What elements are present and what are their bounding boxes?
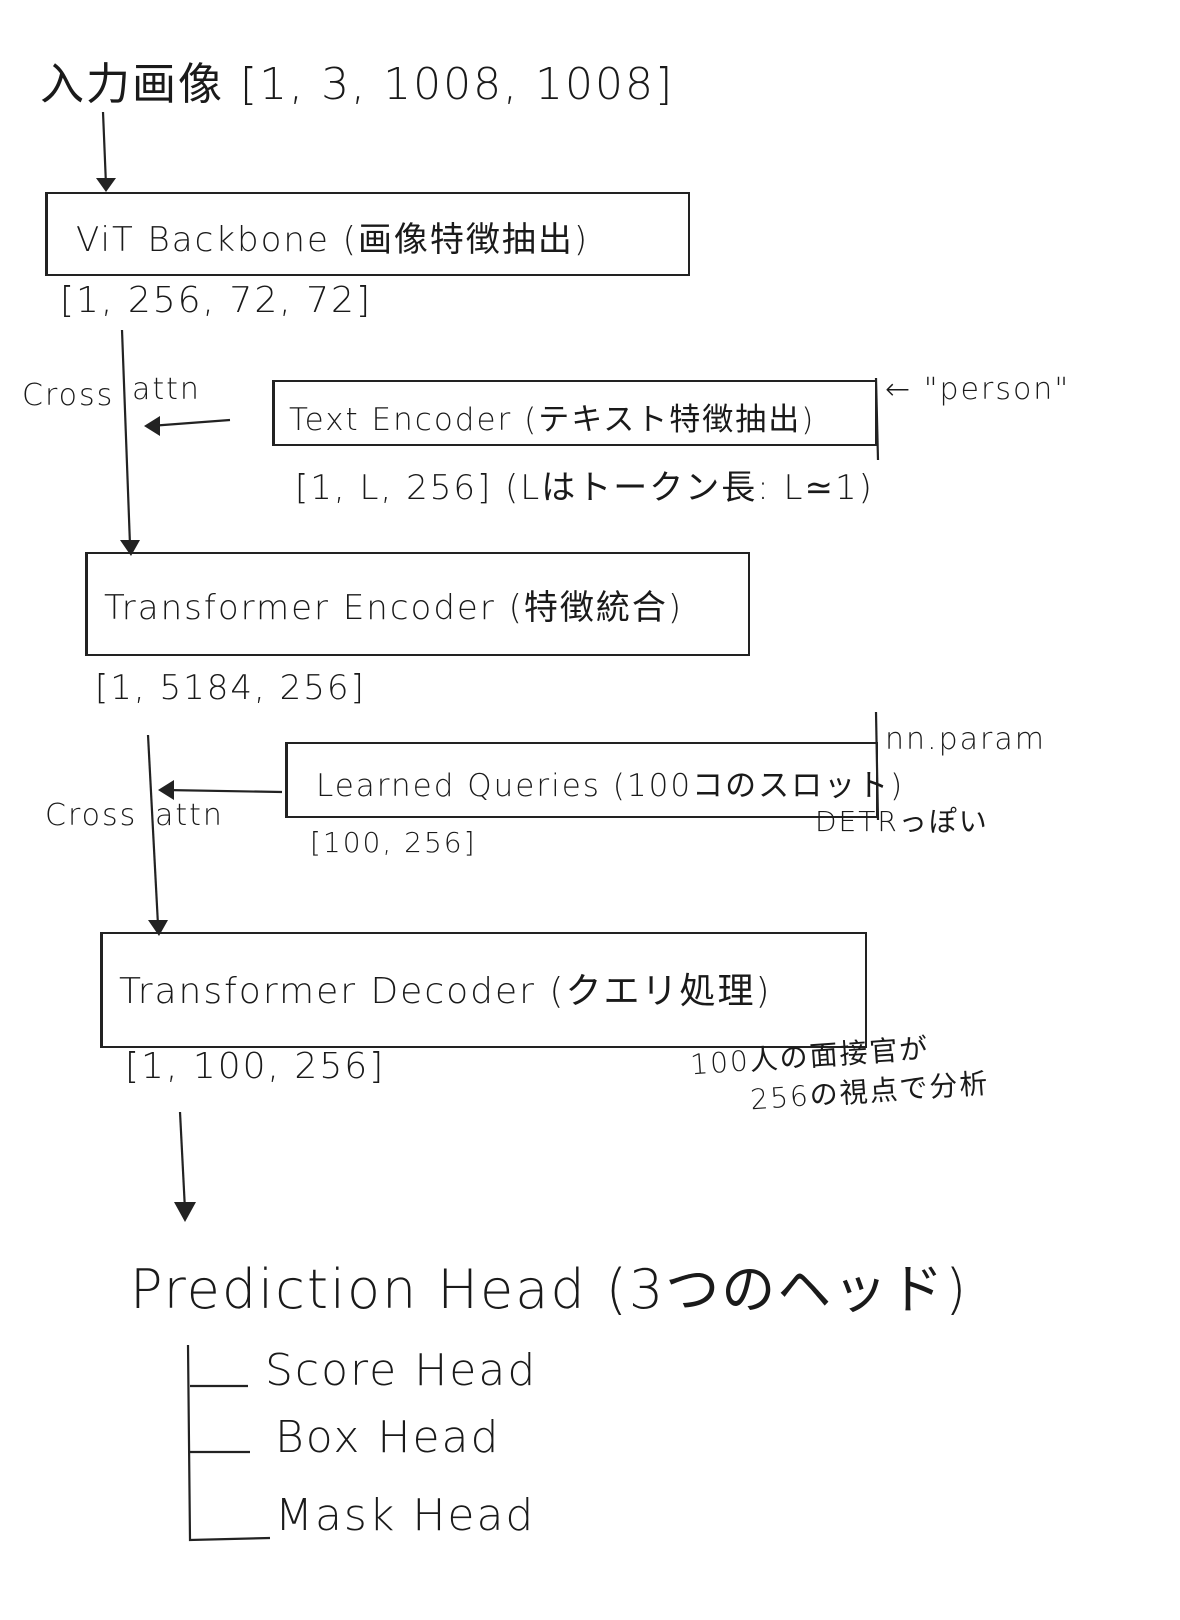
- arrow-head: [174, 1202, 196, 1222]
- arrow-decoder-to-head: [178, 1111, 187, 1211]
- cross-attn-1-left: Cross: [22, 378, 115, 413]
- transformer-encoder-box: Transformer Encoder (特徴統合): [85, 552, 750, 656]
- vit-backbone-shape: [1, 256, 72, 72]: [60, 280, 372, 321]
- arrow-head: [148, 920, 168, 936]
- left-arrow-icon: ←: [885, 372, 913, 407]
- text-encoder-shape: [1, L, 256]: [295, 468, 493, 508]
- vit-backbone-label: ViT Backbone (画像特徴抽出): [76, 220, 590, 260]
- text-encoder-note: (Lはトークン長: L≃1): [505, 468, 874, 508]
- learned-queries-shape: [100, 256]: [310, 826, 477, 859]
- learned-queries-label: Learned Queries (100コのスロット): [316, 768, 905, 804]
- detr-note: DETRっぽい: [815, 805, 989, 838]
- transformer-decoder-box: Transformer Decoder (クエリ処理): [100, 932, 867, 1048]
- learned-queries-box: Learned Queries (100コのスロット): [285, 742, 902, 818]
- arrow-text-to-crossattn: [149, 418, 231, 428]
- transformer-encoder-label: Transformer Encoder (特徴統合): [104, 588, 684, 628]
- text-encoder-label: Text Encoder (テキスト特徴抽出): [289, 402, 816, 438]
- transformer-decoder-shape: [1, 100, 256]: [125, 1046, 386, 1087]
- input-image-label: 入力画像 [1, 3, 1008, 1008]: [40, 48, 674, 112]
- mask-head-label: Mask Head: [275, 1490, 536, 1541]
- cross-attn-2-right: attn: [155, 798, 224, 833]
- cross-attn-2-left: Cross: [45, 798, 138, 833]
- transformer-encoder-shape: [1, 5184, 256]: [95, 668, 366, 708]
- vit-backbone-box: ViT Backbone (画像特徴抽出): [45, 192, 690, 276]
- tree-trunk: [186, 1344, 271, 1542]
- text-input-value: "person": [923, 372, 1071, 407]
- arrow-queries-to-crossattn: [164, 788, 283, 794]
- box-head-label: Box Head: [275, 1412, 501, 1463]
- transformer-decoder-label: Transformer Decoder (クエリ処理): [119, 971, 772, 1012]
- prediction-head-label: Prediction Head (3つのヘッド): [130, 1258, 969, 1321]
- arrow-head: [144, 416, 160, 436]
- text-input: ← "person": [885, 372, 1070, 407]
- text-encoder-shape-row: [1, L, 256] (Lはトークン長: L≃1): [295, 460, 874, 509]
- arrow-head: [120, 540, 140, 556]
- arrow-head: [96, 178, 116, 192]
- arrow-input-to-backbone: [101, 111, 108, 186]
- cross-attn-1-right: attn: [132, 372, 201, 407]
- input-label: 入力画像: [40, 59, 224, 110]
- arrow-head: [158, 780, 174, 800]
- nn-param-annotation: nn.param: [885, 722, 1046, 757]
- input-shape: [1, 3, 1008, 1008]: [240, 59, 675, 110]
- score-head-label: Score Head: [265, 1345, 538, 1396]
- arrow-encoder-to-decoder: [146, 734, 160, 926]
- text-encoder-box: Text Encoder (テキスト特徴抽出): [272, 380, 877, 446]
- arrow-backbone-to-encoder: [120, 329, 132, 546]
